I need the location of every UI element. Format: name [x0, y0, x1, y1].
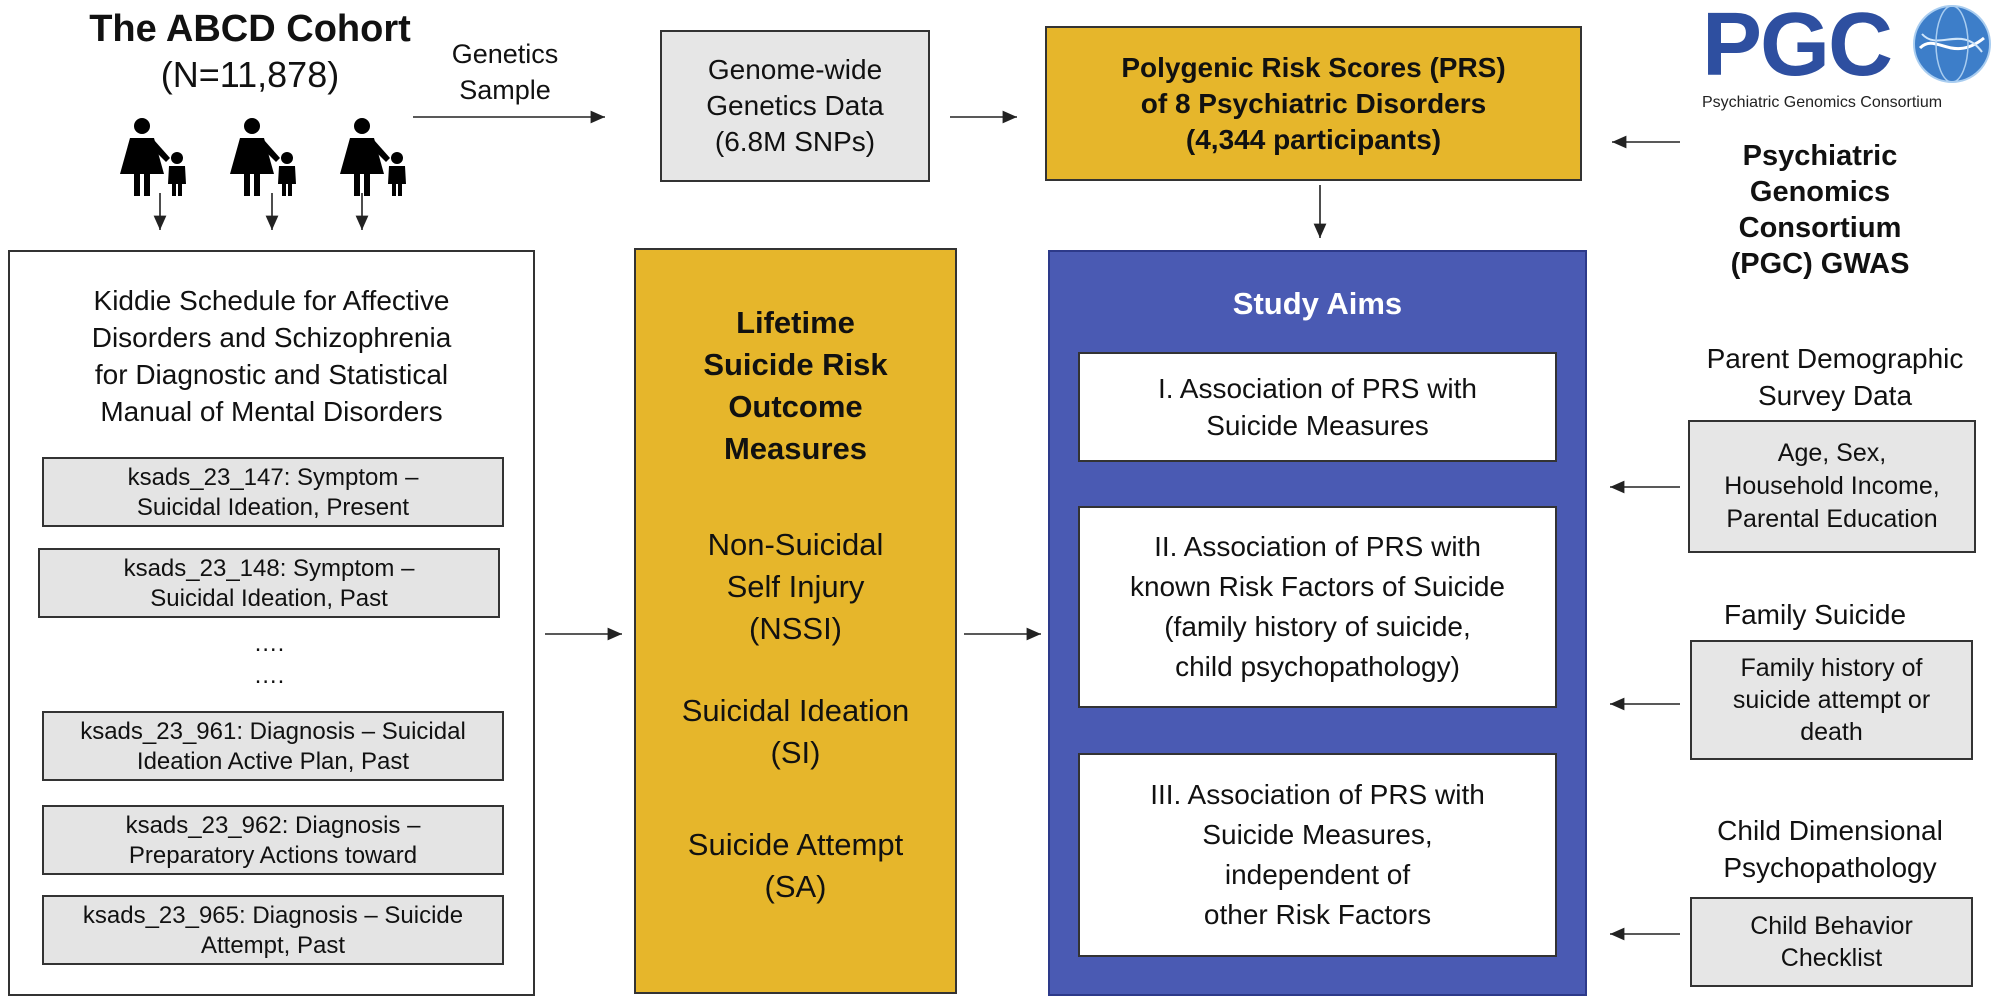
genetics-sample-label: Genetics Sample [451, 39, 559, 105]
parent-demographic-box: Age, Sex, Household Income, Parental Edu… [1688, 420, 1976, 553]
study-aims-title: Study Aims [1232, 286, 1403, 321]
aim-1-box: I. Association of PRS with Suicide Measu… [1078, 352, 1557, 462]
aim-2-box: II. Association of PRS with known Risk F… [1078, 506, 1557, 708]
ksads-item: ksads_23_147: Symptom –Suicidal Ideation… [42, 457, 504, 527]
pgc-logo-subtitle: Psychiatric Genomics Consortium [1702, 94, 1943, 111]
aim-3-box: III. Association of PRS with Suicide Mea… [1078, 753, 1557, 957]
outcome-title: Lifetime Suicide Risk Outcome Measures [703, 305, 888, 466]
ksads-ellipsis: ….…. [253, 630, 285, 689]
outcome-nssi: Non-Suicidal Self Injury (NSSI) [707, 527, 884, 646]
family-suicide-label: Family Suicide [1723, 599, 1907, 630]
outcome-sa: Suicide Attempt (SA) [687, 827, 904, 904]
pgc-gwas-label: Psychiatric Genomics Consortium (PGC) GW… [1730, 140, 1910, 280]
child-behavior-checklist-box: Child Behavior Checklist [1690, 897, 1973, 987]
outcome-measures-box: Lifetime Suicide Risk Outcome Measures N… [634, 248, 957, 994]
prs-box: Polygenic Risk Scores (PRS) of 8 Psychia… [1045, 26, 1582, 181]
ksads-panel: Kiddie Schedule for Affective Disorders … [8, 250, 535, 996]
ksads-item: ksads_23_962: Diagnosis –Preparatory Act… [42, 805, 504, 875]
parent-child-icon [230, 118, 296, 196]
pgc-logo: PGC Psychiatric Genomics Consortium [1700, 0, 1993, 118]
cohort-n: (N=11,878) [160, 54, 340, 95]
ksads-title: Kiddie Schedule for Affective Disorders … [91, 285, 452, 427]
parent-child-icon [340, 118, 406, 196]
cohort-title: The ABCD Cohort [89, 8, 411, 50]
outcome-si: Suicidal Ideation (SI) [681, 693, 910, 770]
genome-data-box: Genome-wide Genetics Data (6.8M SNPs) [660, 30, 930, 182]
globe-icon [1913, 5, 1991, 83]
family-suicide-box: Family history of suicide attempt or dea… [1690, 640, 1973, 760]
child-psychopathology-label: Child Dimensional Psychopathology [1717, 815, 1943, 883]
ksads-item: ksads_23_148: Symptom –Suicidal Ideation… [38, 548, 500, 618]
parent-child-icon [120, 118, 186, 196]
parent-demographic-label: Parent Demographic Survey Data [1706, 343, 1964, 411]
pgc-logo-letters: PGC [1702, 0, 1893, 95]
